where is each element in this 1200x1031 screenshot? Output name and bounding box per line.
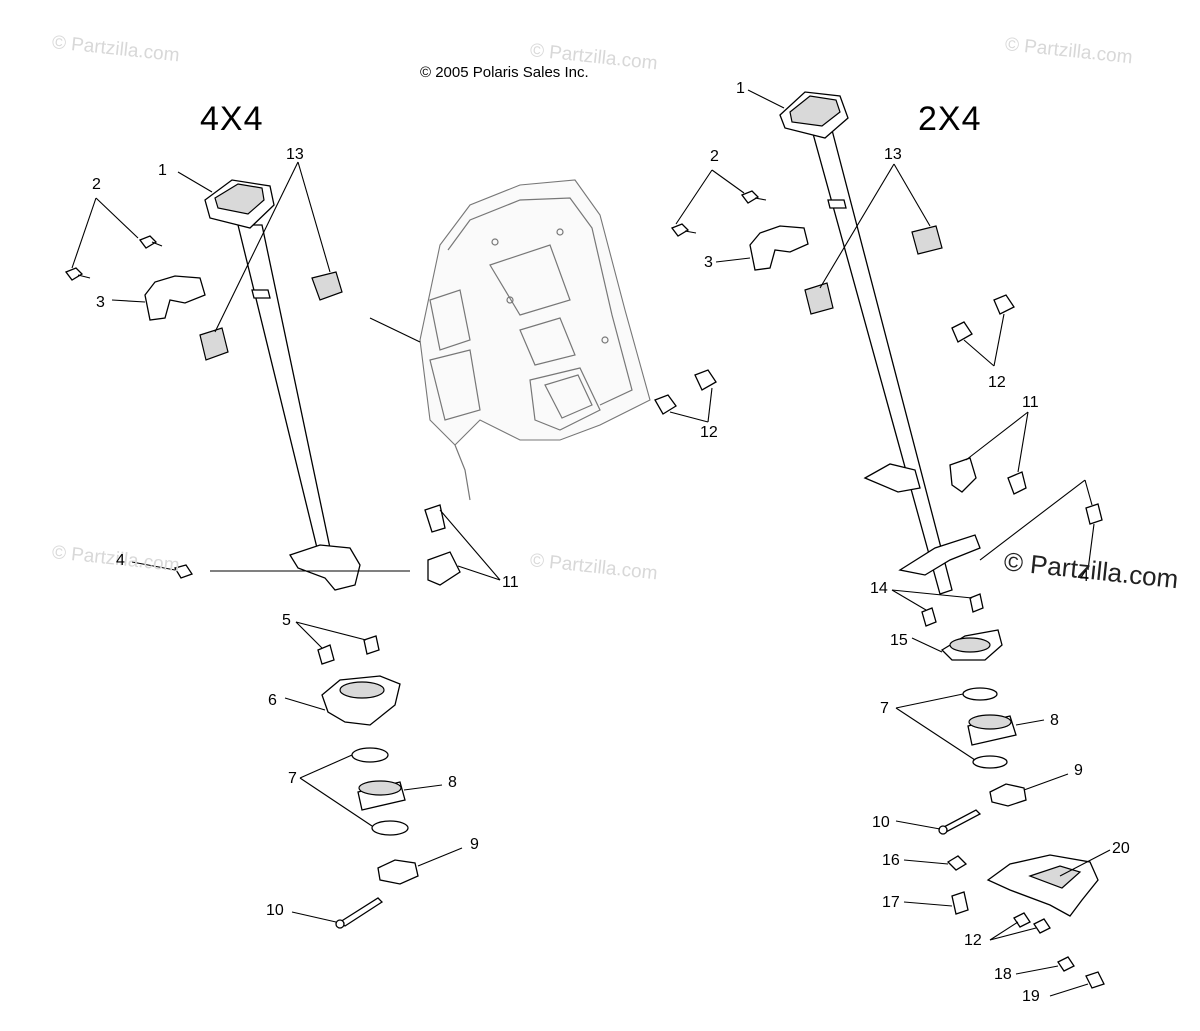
copyright-notice: © 2005 Polaris Sales Inc. (420, 64, 589, 81)
callout-4x4-6: 6 (268, 692, 277, 709)
bracket-part-20-2x4 (986, 849, 1111, 917)
callout-4x4-4: 4 (116, 552, 125, 569)
clamp-part-13-2x4 (804, 163, 943, 315)
bolt-part-5-4x4 (295, 621, 380, 665)
bolt-part-19-2x4 (1049, 971, 1105, 997)
callout-2x4-10: 10 (872, 814, 890, 831)
nut-part-16-2x4 (903, 855, 968, 871)
bracket-part-3-2x4 (715, 225, 809, 271)
bolt-part-17-2x4 (903, 891, 969, 915)
callout-2x4-15: 15 (890, 632, 908, 649)
callout-4x4-9: 9 (470, 836, 479, 853)
clamp-part-13-4x4 (199, 161, 343, 361)
steering-post-4x4 (204, 179, 361, 591)
washer-part-7-2x4 (895, 687, 1008, 769)
steering-post-2x4 (779, 91, 1093, 595)
leader-part-1-4x4 (177, 171, 213, 193)
nut-part-9-2x4 (989, 773, 1069, 807)
callout-4x4-5: 5 (282, 612, 291, 629)
callout-2x4-2: 2 (710, 148, 719, 165)
nut-part-12b-2x4 (989, 912, 1051, 941)
frame-part-center (369, 179, 651, 501)
bushing-part-8-2x4 (967, 714, 1045, 746)
callout-4x4-1: 1 (158, 162, 167, 179)
bearing-housing-part-6-4x4 (284, 675, 401, 726)
callout-2x4-17: 17 (882, 894, 900, 911)
housing-part-15-2x4 (911, 629, 1003, 661)
callout-4x4-2: 2 (92, 176, 101, 193)
callout-2x4-3: 3 (704, 254, 713, 271)
callout-2x4-19: 19 (1022, 988, 1040, 1005)
bolt-part-4-2x4 (1085, 503, 1103, 571)
section-title-2x4: 2X4 (918, 100, 982, 138)
bolt-part-14-2x4 (891, 589, 984, 627)
bolt-part-2-2x4 (670, 169, 767, 237)
callout-4x4-8: 8 (448, 774, 457, 791)
washer-part-7-4x4 (299, 747, 409, 836)
bushing-part-8-4x4 (357, 780, 443, 811)
callout-2x4-1: 1 (736, 80, 745, 97)
cotter-pin-part-10-2x4 (895, 809, 982, 835)
callout-2x4-20: 20 (1112, 840, 1130, 857)
callout-2x4-18: 18 (994, 966, 1012, 983)
callout-2x4-7: 7 (880, 700, 889, 717)
bracket-part-3-4x4 (111, 275, 206, 321)
nut-part-18-2x4 (1015, 956, 1075, 975)
callout-2x4-9: 9 (1074, 762, 1083, 779)
callout-4x4-13: 13 (286, 146, 304, 163)
callout-2x4-14: 14 (870, 580, 888, 597)
nut-part-12-4x4 (654, 369, 717, 423)
nut-part-9-4x4 (377, 847, 463, 885)
callout-4x4-10: 10 (266, 902, 284, 919)
callout-2x4-8: 8 (1050, 712, 1059, 729)
callout-4x4-11: 11 (502, 574, 519, 591)
callout-2x4-13: 13 (884, 146, 902, 163)
callout-2x4-16: 16 (882, 852, 900, 869)
callout-2x4-12b: 12 (964, 932, 982, 949)
callout-4x4-7: 7 (288, 770, 297, 787)
callout-4x4-12: 12 (700, 424, 718, 441)
section-title-4x4: 4X4 (200, 100, 264, 138)
callout-2x4-12: 12 (988, 374, 1006, 391)
callout-2x4-4: 4 (1080, 568, 1089, 585)
leader-part-1-2x4 (747, 89, 785, 109)
nut-part-12-2x4 (951, 294, 1015, 367)
callout-4x4-3: 3 (96, 294, 105, 311)
bracket-part-11-4x4 (424, 504, 501, 586)
bolt-part-4-4x4 (131, 561, 410, 579)
callout-2x4-11: 11 (1022, 394, 1039, 411)
bolt-part-2-4x4 (64, 197, 163, 281)
cotter-pin-part-10-4x4 (291, 897, 384, 929)
bracket-part-11-2x4 (949, 411, 1029, 495)
